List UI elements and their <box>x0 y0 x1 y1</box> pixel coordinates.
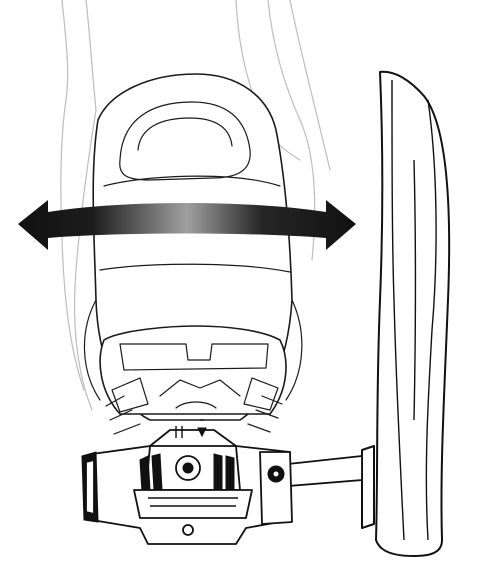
cycling-shoe-icon <box>83 73 303 435</box>
double-headed-curved-arrow-icon <box>18 200 356 250</box>
crank-arm-icon <box>361 70 451 557</box>
pedal-spindle <box>287 454 363 487</box>
clipless-pedal-icon <box>81 419 293 545</box>
